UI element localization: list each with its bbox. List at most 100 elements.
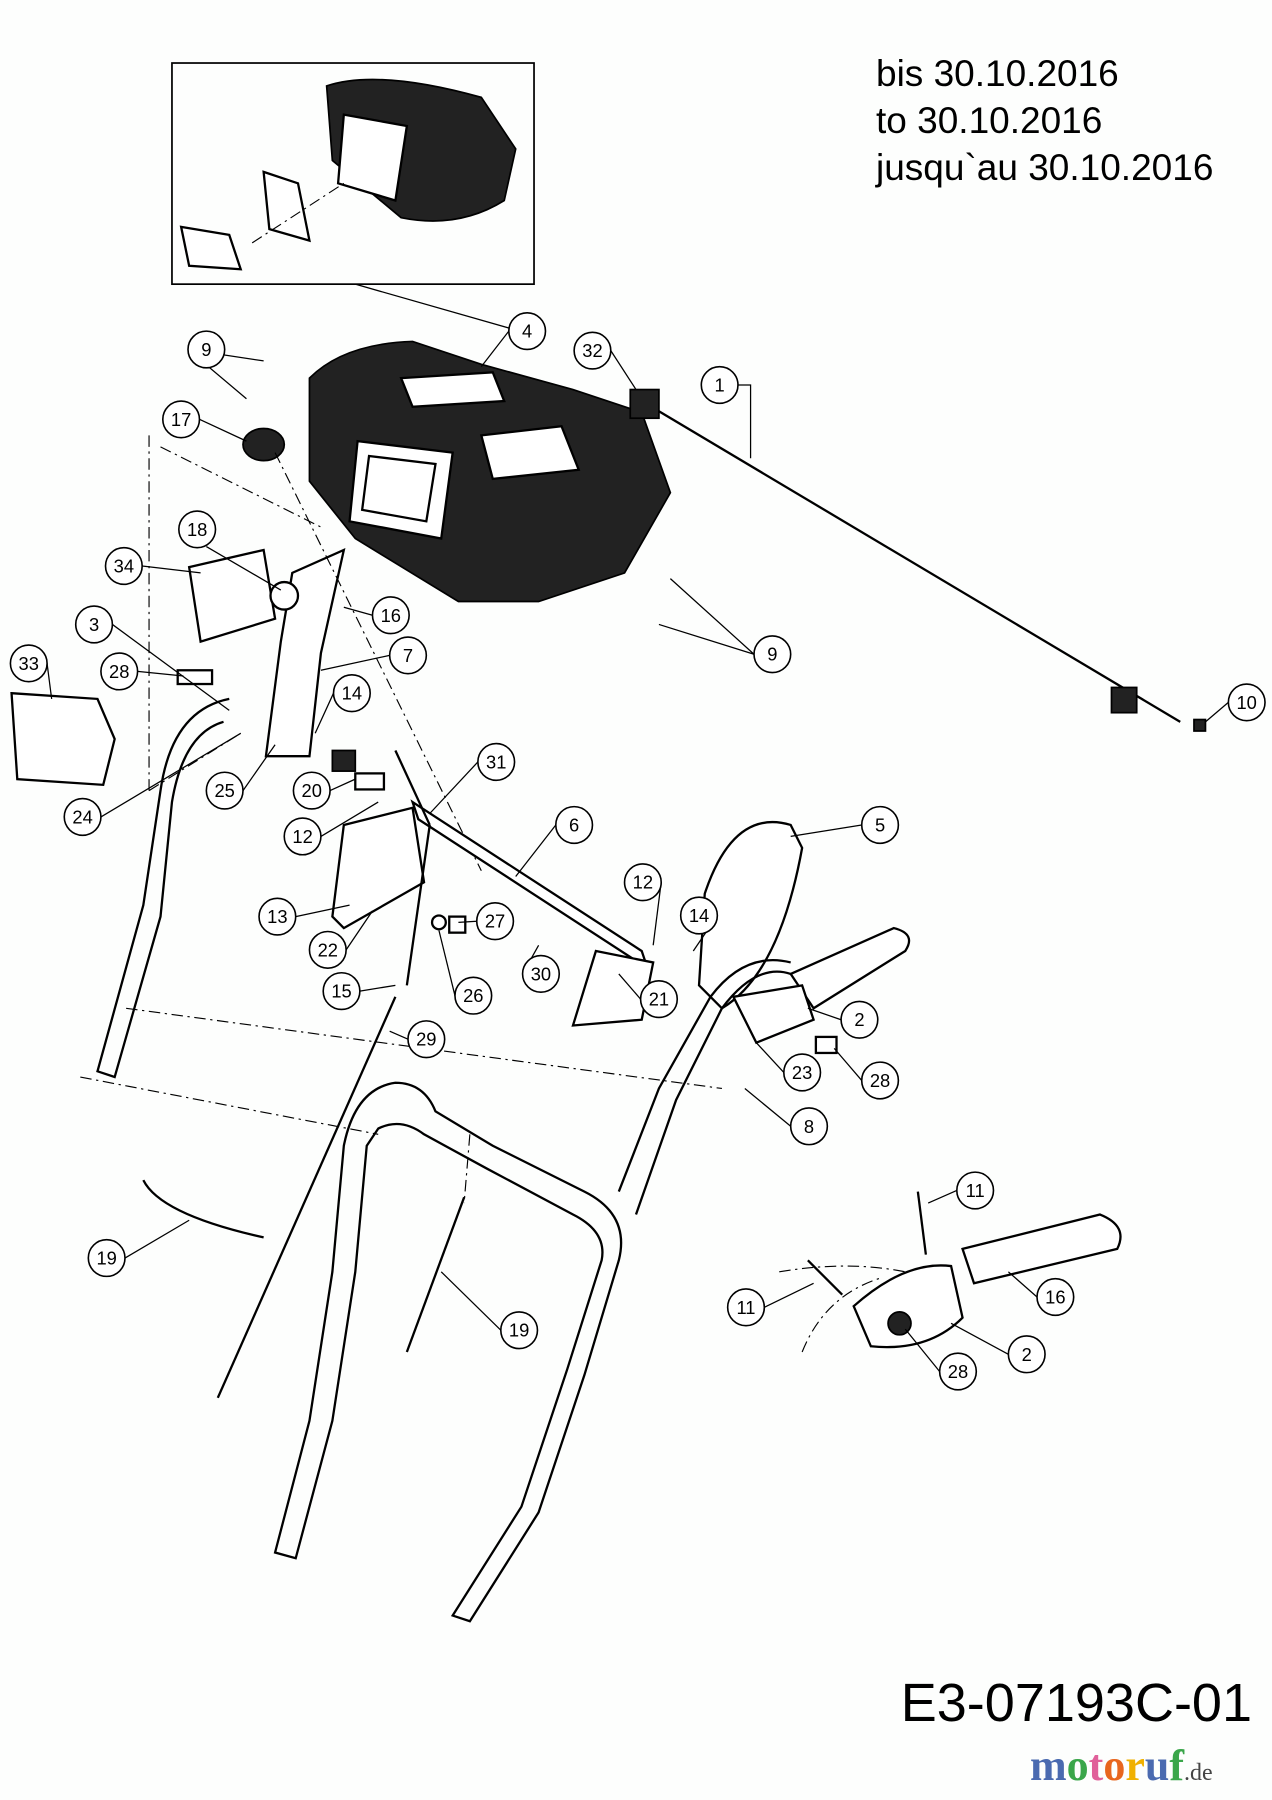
svg-text:18: 18 (187, 519, 207, 540)
svg-text:24: 24 (72, 806, 92, 827)
leader-lines (46, 330, 1229, 1372)
callout-34: 34 (104, 546, 143, 586)
shift-bar (331, 749, 804, 1027)
svg-text:19: 19 (509, 1320, 529, 1341)
inset-alternate-housing (171, 62, 535, 331)
svg-text:3: 3 (89, 614, 99, 635)
svg-text:28: 28 (870, 1070, 890, 1091)
svg-text:22: 22 (318, 939, 338, 960)
callout-19: 19 (87, 1238, 126, 1278)
callout-25: 25 (205, 771, 244, 810)
validity-note: bis 30.10.2016 to 30.10.2016 jusqu`au 30… (876, 50, 1213, 191)
svg-text:7: 7 (403, 645, 413, 666)
svg-text:2: 2 (854, 1009, 864, 1030)
svg-text:5: 5 (875, 814, 885, 835)
callout-3: 3 (74, 605, 114, 644)
svg-text:14: 14 (689, 905, 709, 926)
svg-text:17: 17 (171, 409, 191, 430)
callout-10: 10 (1227, 683, 1266, 722)
callout-1: 1 (700, 365, 739, 405)
callout-17: 17 (161, 400, 201, 439)
detail-handle-lower-right (779, 1191, 1122, 1353)
callout-13: 13 (258, 897, 297, 936)
callout-19: 19 (499, 1311, 539, 1350)
callout-29: 29 (407, 1020, 446, 1059)
svg-text:31: 31 (486, 751, 506, 772)
callout-26: 26 (454, 976, 493, 1015)
watermark-text: motoruf (1030, 1741, 1184, 1790)
svg-text:13: 13 (267, 906, 287, 927)
callout-15: 15 (322, 971, 361, 1011)
svg-text:10: 10 (1236, 692, 1256, 713)
svg-text:33: 33 (19, 653, 39, 674)
diagram-code: E3-07193C-01 (900, 1673, 1252, 1733)
svg-text:27: 27 (485, 911, 505, 932)
watermark-logo: motoruf.de (1030, 1740, 1213, 1799)
callout-4: 4 (508, 311, 547, 351)
validity-note-de: bis 30.10.2016 (876, 53, 1119, 94)
cable-assembly (629, 388, 1207, 732)
callout-5: 5 (860, 805, 900, 845)
svg-text:19: 19 (96, 1248, 116, 1269)
svg-text:26: 26 (463, 985, 483, 1006)
watermark-suffix: .de (1183, 1760, 1213, 1786)
svg-text:16: 16 (1045, 1287, 1065, 1308)
svg-text:9: 9 (767, 644, 777, 665)
callout-18: 18 (178, 510, 217, 549)
handle-frame (80, 697, 792, 1623)
callout-21: 21 (639, 979, 679, 1019)
svg-text:2: 2 (1022, 1344, 1032, 1365)
callout-11: 11 (956, 1171, 995, 1210)
svg-text:23: 23 (792, 1062, 812, 1083)
callout-30: 30 (521, 954, 561, 994)
callout-9: 9 (187, 330, 226, 369)
validity-note-fr: jusqu`au 30.10.2016 (876, 147, 1214, 188)
svg-text:1: 1 (715, 374, 725, 395)
svg-text:21: 21 (649, 989, 669, 1010)
svg-text:4: 4 (522, 321, 532, 342)
callout-14: 14 (679, 896, 719, 935)
svg-text:34: 34 (114, 556, 134, 577)
callout-27: 27 (475, 902, 515, 941)
svg-text:11: 11 (736, 1297, 755, 1318)
callout-markers: 4 9 32 1 17 18 34 16 3 7 9 33 28 14 10 3… (9, 311, 1266, 1391)
callout-8: 8 (789, 1107, 829, 1146)
dashboard-housing (308, 340, 672, 603)
control-cables (142, 996, 466, 1399)
callout-6: 6 (554, 805, 594, 845)
svg-text:20: 20 (302, 780, 322, 801)
svg-text:16: 16 (381, 605, 401, 626)
svg-text:15: 15 (331, 981, 351, 1002)
svg-text:11: 11 (966, 1180, 985, 1201)
callout-9: 9 (753, 635, 792, 674)
validity-note-en: to 30.10.2016 (876, 100, 1103, 141)
callout-22: 22 (308, 930, 347, 969)
callout-28: 28 (860, 1061, 900, 1100)
svg-text:30: 30 (531, 963, 551, 984)
callout-24: 24 (63, 797, 102, 837)
svg-text:9: 9 (201, 339, 211, 360)
svg-text:14: 14 (342, 683, 362, 704)
callout-7: 7 (388, 636, 428, 675)
callout-12: 12 (283, 817, 322, 856)
callout-16: 16 (1036, 1277, 1075, 1317)
svg-text:28: 28 (948, 1361, 968, 1382)
svg-text:12: 12 (292, 826, 312, 847)
callout-16: 16 (371, 596, 410, 635)
svg-text:8: 8 (804, 1116, 814, 1137)
upper-handle-right (731, 926, 911, 1055)
svg-text:28: 28 (109, 661, 129, 682)
chute-control-parts (10, 427, 482, 872)
callout-28: 28 (938, 1352, 978, 1391)
svg-text:25: 25 (214, 780, 234, 801)
callout-2: 2 (840, 1000, 879, 1039)
svg-text:32: 32 (582, 340, 602, 361)
callout-32: 32 (573, 331, 612, 370)
svg-text:29: 29 (416, 1029, 436, 1050)
callout-14: 14 (332, 674, 371, 713)
callout-23: 23 (783, 1053, 822, 1092)
svg-text:12: 12 (633, 872, 653, 893)
svg-text:6: 6 (569, 814, 579, 835)
